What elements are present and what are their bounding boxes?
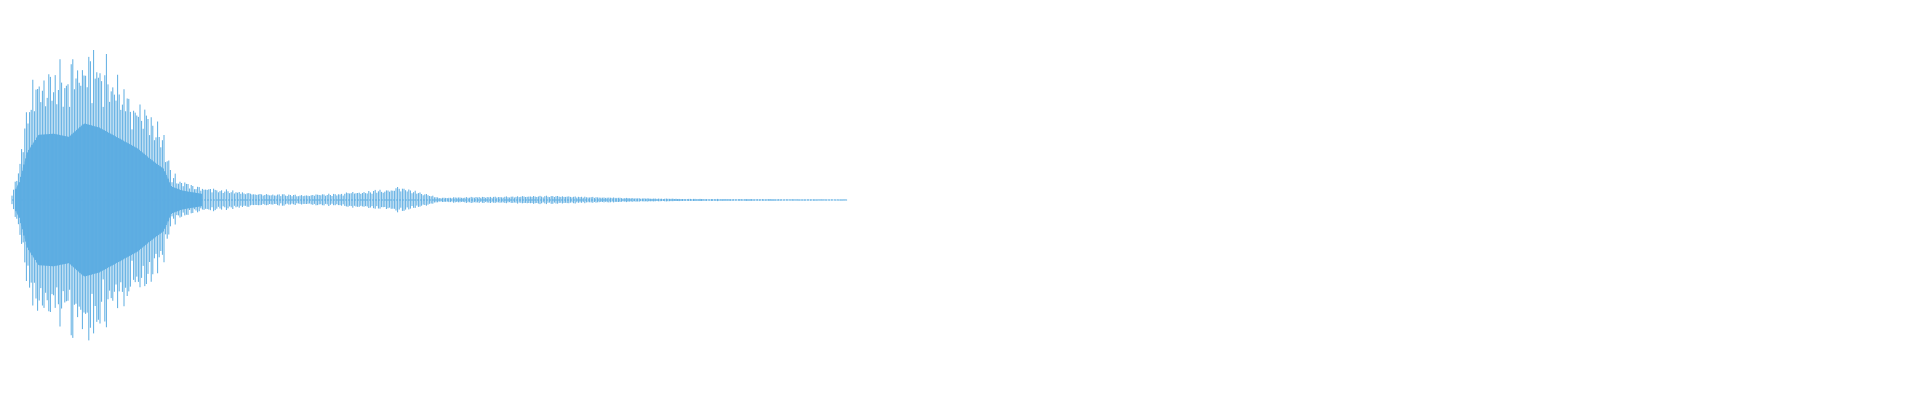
waveform-bars bbox=[11, 50, 847, 341]
